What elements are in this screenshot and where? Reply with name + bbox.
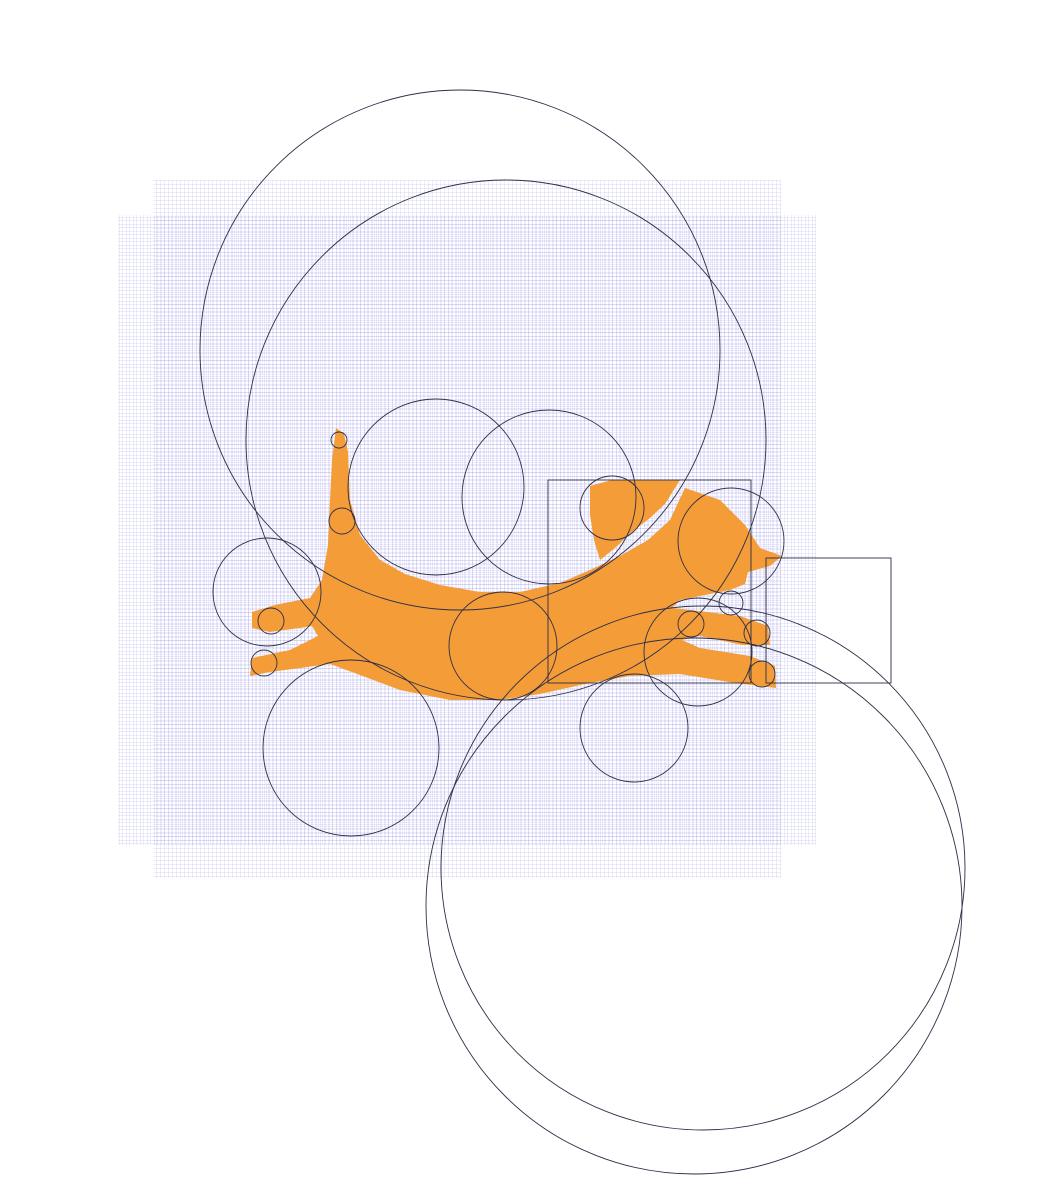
small-circle-knee: [677, 610, 705, 638]
guide-rect-snout: [765, 557, 892, 684]
small-circle-eye: [579, 475, 645, 541]
large-circle-top-left: [199, 89, 721, 611]
small-circle-tail-base: [328, 507, 356, 535]
circle-mid-center: [461, 409, 637, 585]
small-circle-front-paw: [257, 607, 285, 635]
circle-mid-left: [347, 398, 525, 576]
construction-geometry: [199, 89, 966, 1175]
circle-left-ear: [212, 537, 322, 647]
guide-rect-head: [547, 479, 752, 684]
small-circle-foot-lower: [748, 660, 776, 688]
animal-body-silhouette: [250, 428, 782, 700]
circle-head: [677, 487, 785, 595]
circle-lower-right-small: [579, 673, 689, 783]
circle-leg-joint: [643, 597, 753, 707]
large-circle-bottom-b: [440, 605, 966, 1131]
small-circle-tail-tip: [330, 431, 348, 449]
small-circle-foot-upper: [743, 619, 771, 647]
circle-body-center: [448, 591, 558, 701]
circle-lower-left: [262, 659, 440, 837]
small-circle-nose: [718, 590, 744, 616]
small-circle-back-paw: [250, 649, 278, 677]
